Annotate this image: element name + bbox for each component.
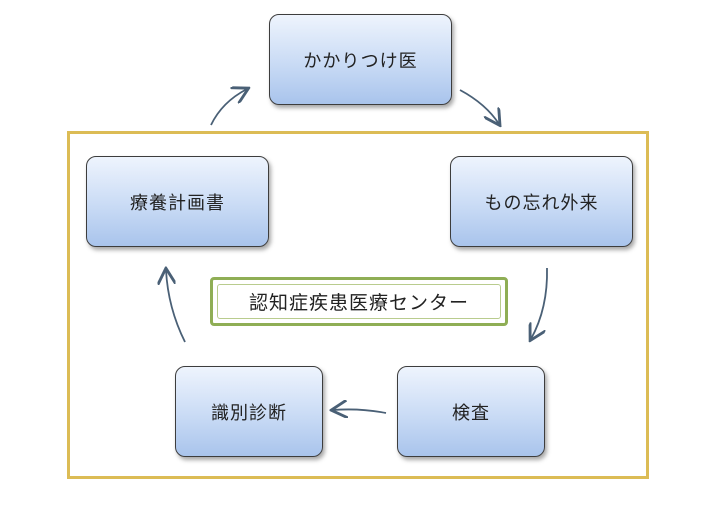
node-examination: 検査 bbox=[397, 366, 545, 457]
node-diagnosis: 識別診断 bbox=[175, 366, 323, 457]
arrow-family-doctor-to-memory-clinic bbox=[459, 89, 499, 124]
node-diagnosis-label: 識別診断 bbox=[211, 402, 287, 424]
arrow-memory-clinic-to-examination bbox=[531, 267, 548, 339]
arrow-care-plan-to-family-doctor bbox=[210, 89, 247, 126]
node-examination-label: 検査 bbox=[452, 402, 490, 424]
node-care-plan: 療養計画書 bbox=[86, 156, 269, 247]
arrow-diagnosis-to-care-plan bbox=[166, 270, 186, 343]
arrow-examination-to-diagnosis bbox=[333, 409, 387, 413]
center-title-text: 認知症疾患医療センター bbox=[248, 292, 469, 314]
node-memory-clinic: もの忘れ外来 bbox=[450, 156, 633, 247]
center-title-inner: 認知症疾患医療センター bbox=[217, 284, 501, 319]
node-care-plan-label: 療養計画書 bbox=[130, 192, 225, 214]
center-title-box: 認知症疾患医療センター bbox=[210, 277, 508, 326]
center-boundary-frame bbox=[67, 131, 649, 479]
node-family-doctor: かかりつけ医 bbox=[269, 14, 452, 105]
node-memory-clinic-label: もの忘れ外来 bbox=[484, 192, 599, 214]
node-family-doctor-label: かかりつけ医 bbox=[303, 50, 418, 72]
